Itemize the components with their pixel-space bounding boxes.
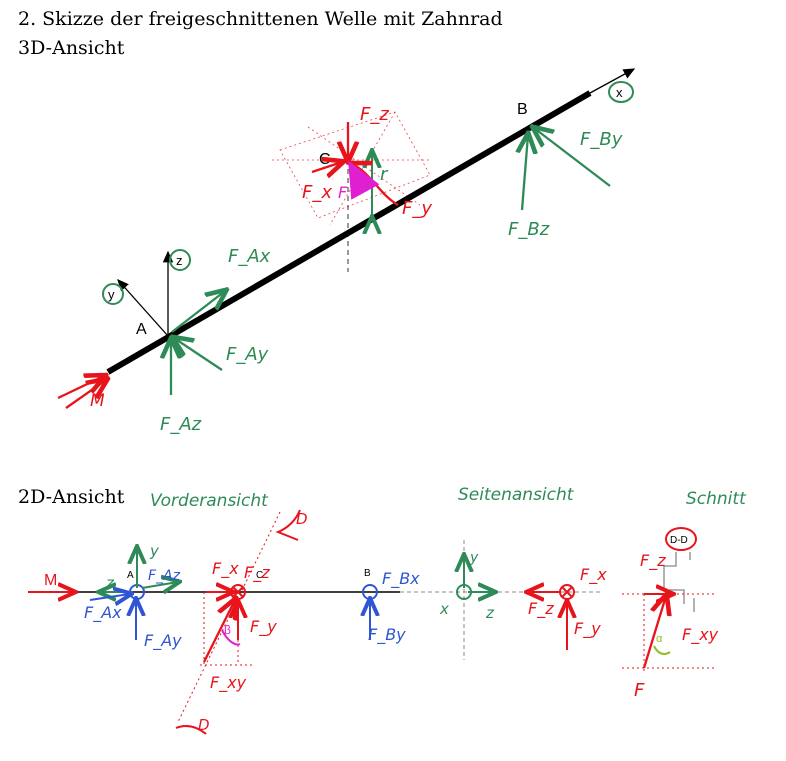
sketch-3d: z y x A B C F_Ax F_Ay F_Az F_By F_Bz r bbox=[57, 68, 636, 435]
point-a-label-3d: A bbox=[136, 321, 147, 338]
sketch-2d: Vorderansicht Seitenansicht Schnitt M D … bbox=[28, 485, 747, 735]
moment-label-3d: M bbox=[90, 391, 105, 411]
caption-front-view: Vorderansicht bbox=[150, 491, 269, 511]
x-axis-label-3d: x bbox=[616, 85, 623, 100]
y-axis-label-3d: y bbox=[108, 287, 115, 302]
section-mark-bottom: D bbox=[198, 716, 210, 734]
force-fx-label-3d: F_x bbox=[302, 182, 332, 203]
force-fax-label-2d: F_Ax bbox=[84, 603, 122, 623]
force-fby-label: F_By bbox=[580, 129, 623, 150]
force-fax-label: F_Ax bbox=[228, 246, 271, 267]
page-title: 2. Skizze der freigeschnittenen Welle mi… bbox=[18, 8, 503, 30]
point-b-label-2d: B bbox=[364, 568, 371, 579]
force-fy-label-2d: F_y bbox=[250, 617, 277, 637]
force-fbz-label: F_Bz bbox=[508, 219, 550, 240]
force-fby-label-2d: F_By bbox=[368, 625, 406, 645]
z-axis-label-3d: z bbox=[176, 253, 183, 268]
force-faz-label: F_Az bbox=[160, 414, 202, 435]
shaft-3d bbox=[106, 90, 592, 375]
y-axis-label-front: y bbox=[149, 542, 160, 560]
force-fy-label-side: F_y bbox=[574, 619, 601, 639]
force-fy-label-3d: F_y bbox=[402, 198, 432, 219]
section-dd-badge bbox=[665, 527, 697, 551]
z-axis-label-front: z bbox=[105, 574, 115, 592]
point-b-label-3d: B bbox=[517, 101, 528, 118]
force-fay-label-2d: F_Ay bbox=[144, 631, 182, 651]
force-fz-label-side: F_z bbox=[528, 599, 554, 619]
y-axis-3d bbox=[117, 279, 169, 337]
force-fx-label-2d: F_x bbox=[212, 559, 239, 579]
section-heading-2d: 2D-Ansicht bbox=[18, 486, 125, 508]
force-fz-label-2d: F_z bbox=[244, 563, 270, 583]
alpha-label: α bbox=[656, 633, 663, 645]
force-fx-label-side: F_x bbox=[580, 565, 607, 585]
force-fz-label-3d: F_z bbox=[360, 104, 389, 125]
section-dd-label: D-D bbox=[670, 535, 688, 546]
force-f-label-section: F bbox=[634, 680, 645, 701]
x-axis-label-side: x bbox=[439, 600, 449, 618]
beta-label: β bbox=[224, 623, 231, 637]
section-mark-top: D bbox=[296, 510, 308, 528]
force-fbx-label-2d: F_Bx bbox=[382, 569, 420, 589]
force-fay-label: F_Ay bbox=[226, 344, 269, 365]
x-axis-3d bbox=[589, 68, 636, 94]
force-faz-label-2d: F_Az bbox=[148, 568, 181, 584]
force-fxy-label-section: F_xy bbox=[682, 625, 719, 645]
force-f-label-3d: F bbox=[338, 183, 348, 202]
caption-side-view: Seitenansicht bbox=[458, 485, 575, 505]
z-axis-label-side: z bbox=[485, 604, 495, 622]
section-heading-3d: 3D-Ansicht bbox=[18, 37, 125, 59]
radius-label: r bbox=[380, 164, 389, 185]
caption-section-view: Schnitt bbox=[686, 489, 747, 509]
point-a-label-2d: A bbox=[127, 570, 134, 581]
force-fz-label-section: F_z bbox=[640, 551, 666, 571]
y-axis-label-side: y bbox=[469, 550, 479, 566]
force-fxy-label-2d: F_xy bbox=[210, 673, 247, 693]
point-c-label-2d: C bbox=[256, 570, 263, 581]
section-gear-outline bbox=[663, 552, 695, 612]
moment-label-2d: M bbox=[44, 572, 57, 589]
